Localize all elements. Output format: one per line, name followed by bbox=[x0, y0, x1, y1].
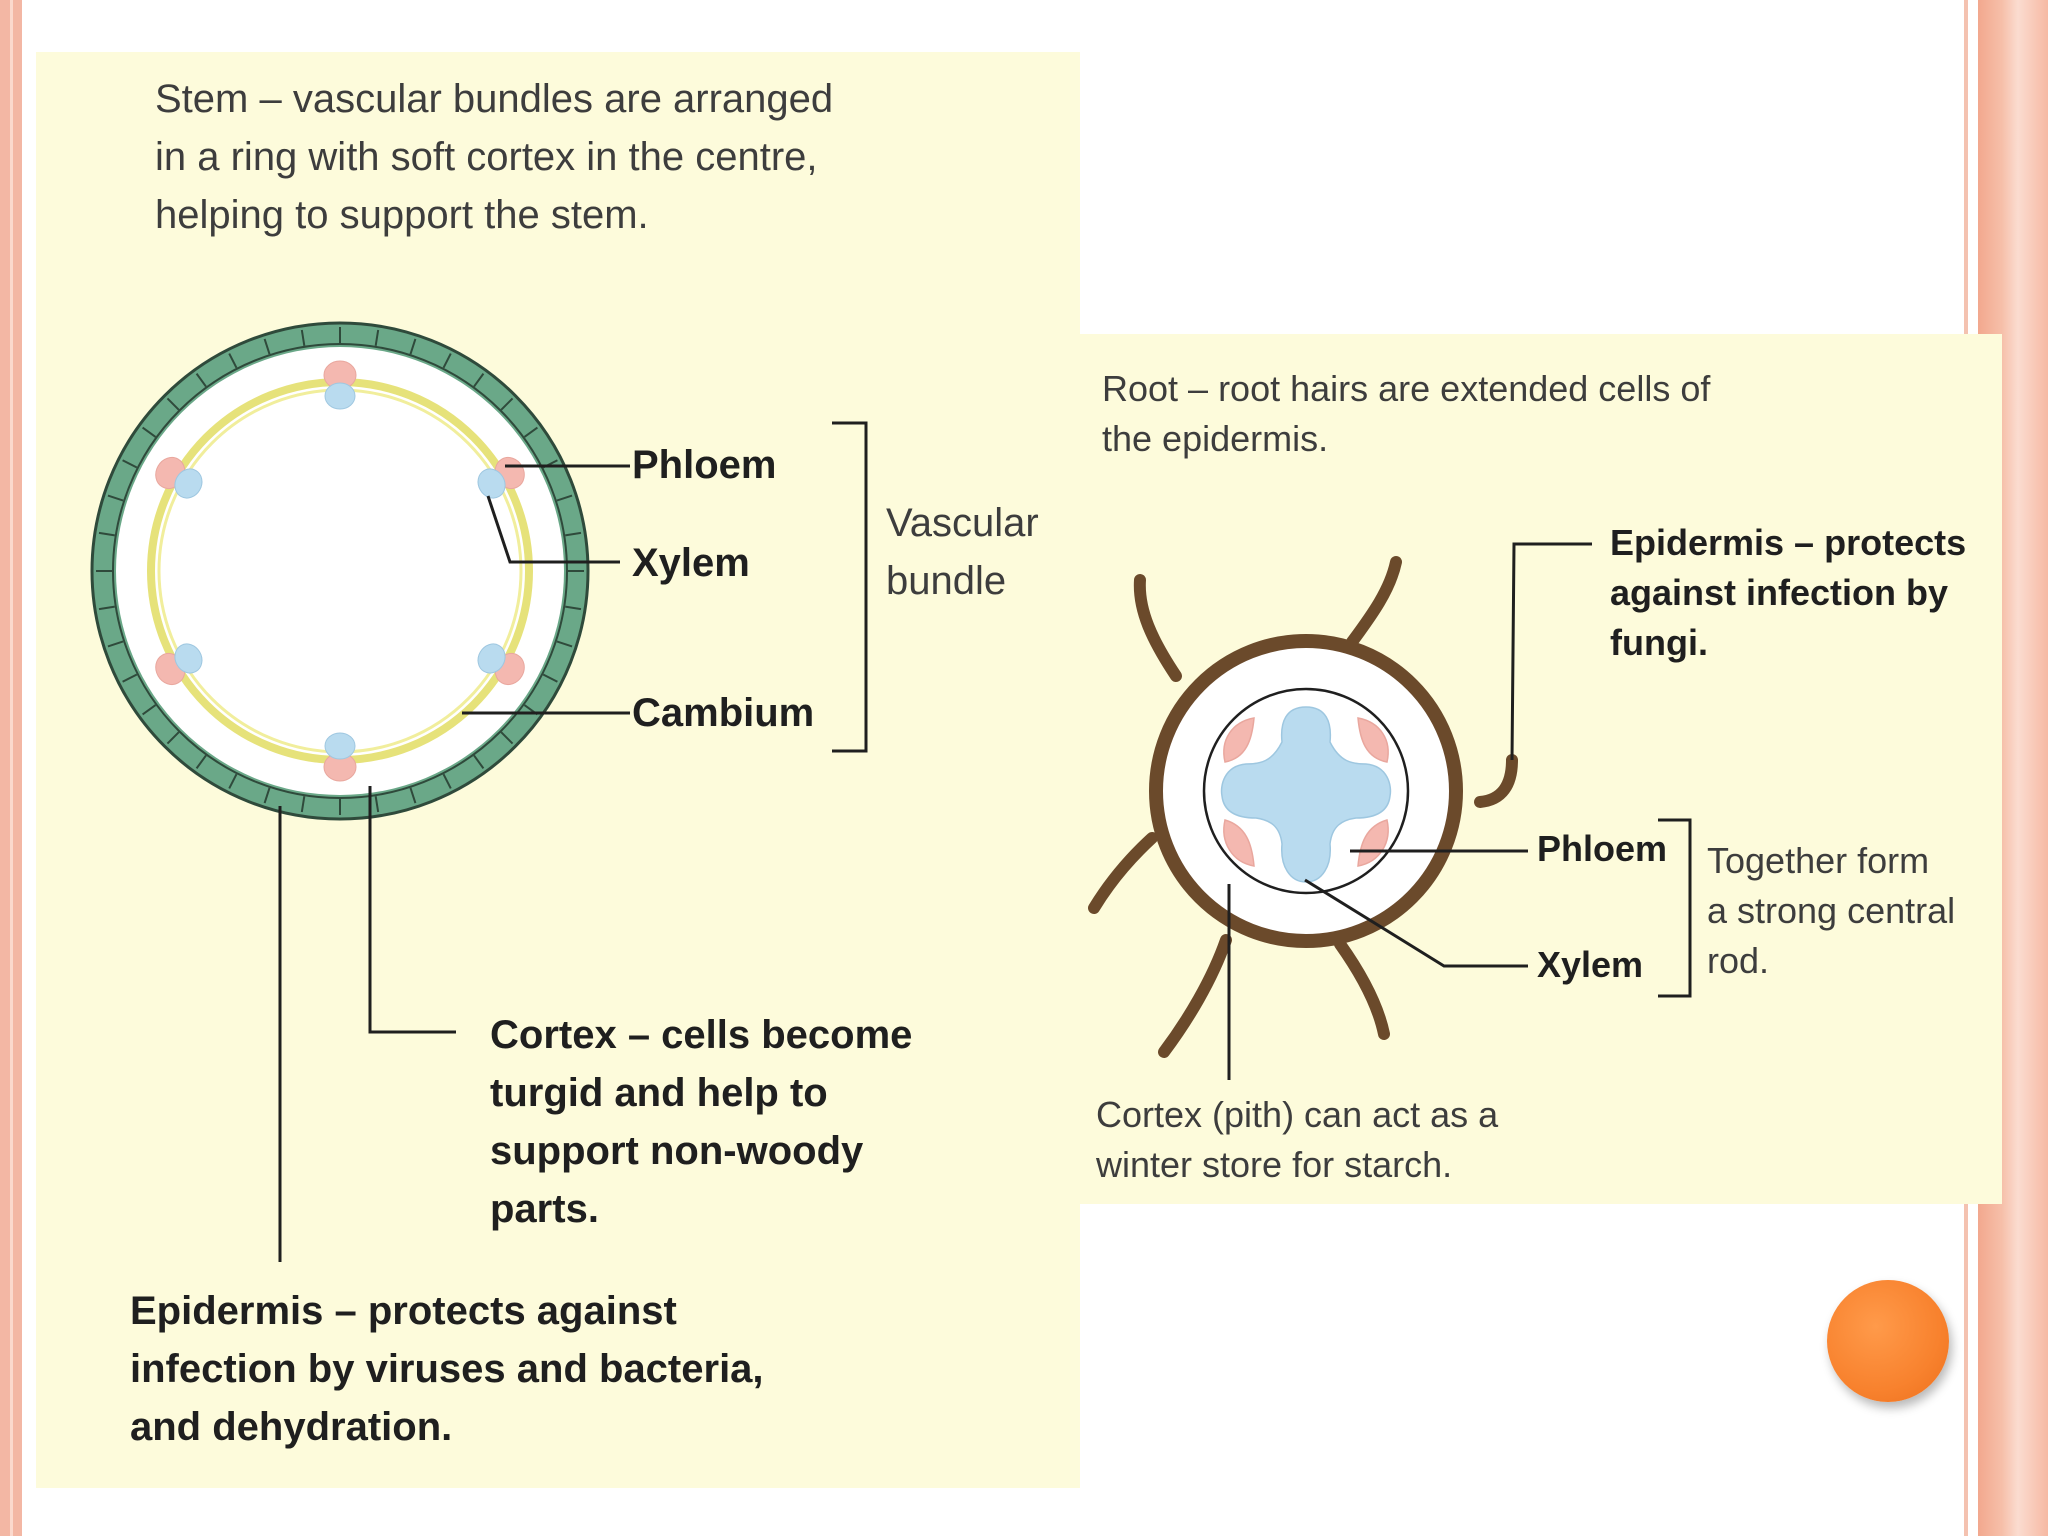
stem-xylem bbox=[324, 732, 356, 760]
slide-accent-dot bbox=[1827, 1280, 1949, 1402]
root-cortex-label: Cortex (pith) can act as a winter store … bbox=[1096, 1094, 1499, 1185]
stem-epidermis-cell-wall bbox=[228, 353, 238, 369]
stem-xylem bbox=[174, 643, 203, 674]
stem-epidermis-cell-wall bbox=[300, 329, 306, 346]
root-leader-lines bbox=[1227, 542, 1692, 1080]
stem-xylem bbox=[324, 382, 356, 410]
root-central-rod-label: Together form a strong central rod. bbox=[1707, 840, 1956, 981]
root-phloem-patch bbox=[1357, 819, 1389, 867]
stem-epidermis-cell-wall bbox=[107, 494, 124, 502]
root-hair bbox=[1334, 938, 1390, 1040]
stem-epidermis-cell-wall bbox=[500, 731, 514, 745]
stem-epidermis-cell-wall bbox=[442, 773, 452, 789]
root-hair bbox=[1474, 754, 1518, 808]
stem-epidermis-cell-wall bbox=[565, 531, 582, 537]
root-phloem-patch bbox=[1357, 717, 1389, 763]
stem-epidermis-cell-wall bbox=[263, 787, 271, 804]
root-phloem-patches bbox=[1223, 717, 1389, 867]
stem-vascular-bundle-label: Vascular bundle bbox=[886, 501, 1039, 603]
root-phloem-patch bbox=[1223, 819, 1255, 867]
root-hair bbox=[1133, 574, 1182, 682]
stem-epidermis-cell-wall bbox=[98, 605, 115, 611]
stem-epidermis-cell-wall bbox=[166, 397, 180, 411]
stem-epidermis-cell-wall bbox=[556, 640, 573, 648]
stem-epidermis-cell-wall bbox=[473, 754, 485, 769]
stem-vascular-bundle bbox=[323, 360, 357, 410]
stem-epidermis-label: Epidermis – protects against infection b… bbox=[130, 1289, 764, 1449]
stem-epidermis-cell-walls bbox=[96, 327, 584, 815]
root-hair bbox=[1346, 556, 1402, 648]
stem-phloem-label: Phloem bbox=[632, 443, 777, 487]
stem-epidermis-cell-wall bbox=[166, 731, 180, 745]
stem-epidermis-cell-wall bbox=[142, 426, 157, 438]
stem-epidermis-cell-wall bbox=[122, 459, 138, 469]
stem-epidermis-cell-wall bbox=[142, 704, 157, 716]
stem-cross-section bbox=[90, 321, 590, 821]
root-epidermis-label: Epidermis – protects against infection b… bbox=[1610, 522, 1967, 663]
root-caption: Root – root hairs are extended cells of … bbox=[1102, 368, 1711, 459]
root-xylem-leader bbox=[1304, 878, 1528, 968]
stem-epidermis-cell-wall bbox=[473, 373, 485, 388]
root-cross-section bbox=[1088, 556, 1518, 1058]
stem-epidermis-inner-edge bbox=[112, 343, 568, 799]
stem-epidermis-cell-wall bbox=[442, 353, 452, 369]
stem-epidermis-cell-wall bbox=[565, 605, 582, 611]
root-phloem-patch bbox=[1223, 717, 1255, 763]
root-hairs bbox=[1088, 556, 1518, 1058]
stem-cortex-label: Cortex – cells become turgid and help to… bbox=[490, 1013, 913, 1231]
stem-cortex bbox=[116, 347, 564, 795]
stem-vascular-bundle bbox=[477, 643, 525, 686]
stem-xylem-leader bbox=[486, 495, 620, 564]
stem-vascular-bundle bbox=[155, 456, 203, 499]
stem-leader-lines bbox=[278, 421, 868, 1262]
stem-epidermis-cell-wall bbox=[500, 397, 514, 411]
stem-epidermis-cell-wall bbox=[409, 787, 417, 804]
stem-epidermis-cell-wall bbox=[300, 796, 306, 813]
stem-epidermis-cell-wall bbox=[195, 754, 207, 769]
stem-epidermis-cell-wall bbox=[374, 796, 380, 813]
stem-vascular-bundles bbox=[155, 360, 525, 782]
stem-caption: Stem – vascular bundles are arranged in … bbox=[155, 77, 834, 237]
stem-epidermis-cell-wall bbox=[98, 531, 115, 537]
slide-border-left bbox=[0, 0, 22, 1536]
root-xylem-label: Xylem bbox=[1537, 944, 1644, 985]
stem-epidermis-cell-wall bbox=[556, 494, 573, 502]
root-epidermis-leader bbox=[1510, 542, 1592, 761]
stem-epidermis-cell-wall bbox=[523, 426, 538, 438]
slide-border-left-inner bbox=[10, 0, 13, 1536]
stem-vascular-bundle bbox=[155, 643, 203, 686]
stem-epidermis-cell-wall bbox=[542, 673, 558, 683]
stem-xylem bbox=[174, 468, 203, 499]
root-central-rod-bracket bbox=[1658, 818, 1692, 998]
stem-epidermis-cell-wall bbox=[263, 338, 271, 355]
stem-epidermis-cell-wall bbox=[195, 373, 207, 388]
stem-epidermis-cell-wall bbox=[107, 640, 124, 648]
stem-epidermis-cell-wall bbox=[228, 773, 238, 789]
root-hair bbox=[1158, 934, 1232, 1058]
stem-epidermis-cell-wall bbox=[374, 329, 380, 346]
stem-epidermis-cell-wall bbox=[409, 338, 417, 355]
stem-cambium-label: Cambium bbox=[632, 691, 815, 735]
stem-xylem bbox=[477, 643, 506, 674]
root-hair bbox=[1088, 832, 1158, 914]
stem-vascular-bundle-bracket bbox=[832, 421, 868, 753]
stem-xylem bbox=[477, 468, 506, 499]
stem-xylem-label: Xylem bbox=[632, 541, 750, 585]
stem-vascular-bundle bbox=[323, 732, 357, 782]
root-phloem-label: Phloem bbox=[1537, 828, 1668, 869]
stem-cortex-leader bbox=[368, 786, 456, 1034]
stem-epidermis-cell-wall bbox=[122, 673, 138, 683]
